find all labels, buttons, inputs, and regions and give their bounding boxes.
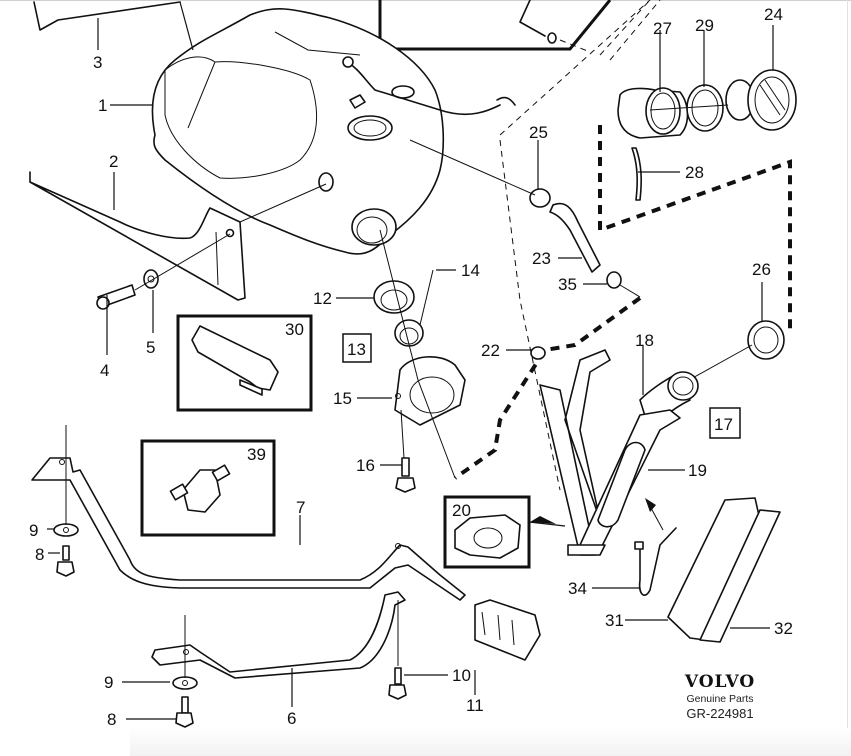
part-25-clamp[interactable] bbox=[529, 188, 551, 208]
callout-28[interactable]: 28 bbox=[685, 163, 704, 182]
leader-lines bbox=[47, 1, 774, 720]
part-4-bolt[interactable] bbox=[96, 284, 136, 310]
callout-14[interactable]: 14 bbox=[461, 261, 480, 280]
part-15-cover[interactable] bbox=[394, 355, 466, 426]
part-12-seal[interactable] bbox=[373, 280, 415, 314]
callout-6[interactable]: 6 bbox=[287, 709, 296, 728]
inset-box-20[interactable]: 20 bbox=[443, 495, 566, 569]
callout-26[interactable]: 26 bbox=[752, 260, 771, 279]
callout-27[interactable]: 27 bbox=[653, 19, 672, 38]
callout-2[interactable]: 2 bbox=[109, 152, 118, 171]
part-6-strap[interactable] bbox=[151, 591, 406, 679]
callout-4[interactable]: 4 bbox=[100, 361, 109, 380]
callout-10[interactable]: 10 bbox=[452, 666, 471, 685]
part-22-grommet[interactable] bbox=[530, 346, 546, 360]
part-27-filler-neck[interactable] bbox=[617, 87, 689, 139]
part-8-bolt[interactable] bbox=[56, 545, 75, 577]
diagram-code: GR-224981 bbox=[686, 706, 754, 721]
top-inset-frame bbox=[378, 0, 661, 61]
callout-9[interactable]: 9 bbox=[29, 521, 38, 540]
callout-11[interactable]: 11 bbox=[466, 696, 484, 715]
callout-25[interactable]: 25 bbox=[529, 123, 548, 142]
part-19-pipe-assembly[interactable] bbox=[539, 349, 681, 556]
part-28-hose[interactable] bbox=[631, 147, 642, 201]
part-11-block[interactable] bbox=[474, 599, 541, 661]
dashed-guide bbox=[499, 0, 651, 136]
bottom-shade bbox=[130, 728, 851, 756]
callout-18[interactable]: 18 bbox=[635, 331, 654, 350]
inset-box-30[interactable]: 30 bbox=[176, 314, 313, 412]
part-23-hose[interactable] bbox=[549, 202, 601, 273]
right-border bbox=[847, 0, 848, 756]
callout-labels: 3 1 2 4 5 12 14 15 16 7 9 8 6 9 8 10 11 … bbox=[29, 5, 793, 729]
callout-12[interactable]: 12 bbox=[313, 289, 332, 308]
callout-22[interactable]: 22 bbox=[481, 341, 500, 360]
part-29-o-ring[interactable] bbox=[686, 84, 724, 132]
dashed-guide bbox=[499, 139, 561, 491]
assembly-line bbox=[379, 229, 456, 479]
part-24-fuel-cap[interactable] bbox=[725, 69, 797, 131]
inset-box-39[interactable]: 39 bbox=[140, 439, 276, 537]
inset-label-30: 30 bbox=[285, 320, 304, 339]
callout-19[interactable]: 19 bbox=[688, 461, 707, 480]
assembly-line bbox=[134, 233, 231, 291]
part-35-grommet[interactable] bbox=[606, 271, 622, 289]
callout-23[interactable]: 23 bbox=[532, 249, 551, 268]
dashed-guide bbox=[598, 125, 792, 330]
callout-8-lower[interactable]: 8 bbox=[107, 710, 116, 729]
callout-3[interactable]: 3 bbox=[93, 53, 102, 72]
callout-9-lower[interactable]: 9 bbox=[104, 673, 113, 692]
brand-name: VOLVO bbox=[684, 672, 756, 692]
inset-label-39: 39 bbox=[247, 445, 266, 464]
callout-15[interactable]: 15 bbox=[333, 389, 352, 408]
callout-34[interactable]: 34 bbox=[568, 579, 587, 598]
part-9-washer[interactable] bbox=[53, 523, 79, 537]
inset-label-20: 20 bbox=[452, 501, 471, 520]
brand-subtitle: Genuine Parts bbox=[686, 693, 754, 705]
part-5-washer[interactable] bbox=[143, 269, 159, 289]
callout-24[interactable]: 24 bbox=[764, 5, 783, 24]
top-border bbox=[0, 0, 851, 1]
assembly-line bbox=[239, 183, 327, 223]
part-9-washer-lower[interactable] bbox=[172, 676, 198, 690]
callout-29[interactable]: 29 bbox=[695, 16, 714, 35]
part-1-fuel-tank[interactable] bbox=[151, 8, 516, 255]
boxed-callout-17[interactable]: 17 bbox=[709, 407, 741, 439]
callout-7[interactable]: 7 bbox=[296, 498, 305, 517]
callout-1[interactable]: 1 bbox=[98, 96, 107, 115]
callout-35[interactable]: 35 bbox=[558, 275, 577, 294]
part-32-cover[interactable] bbox=[699, 509, 781, 643]
callout-32[interactable]: 32 bbox=[774, 619, 793, 638]
part-7-strap[interactable] bbox=[31, 457, 466, 601]
callout-16[interactable]: 16 bbox=[356, 456, 375, 475]
part-10-bolt[interactable] bbox=[388, 600, 407, 700]
dashed-guide bbox=[453, 296, 642, 480]
part-34-wiring[interactable] bbox=[634, 498, 677, 596]
part-8-bolt-lower[interactable] bbox=[175, 696, 194, 728]
assembly-line bbox=[409, 139, 641, 298]
callout-5[interactable]: 5 bbox=[146, 338, 155, 357]
boxed-callout-17-label: 17 bbox=[714, 415, 733, 434]
boxed-callout-13-label: 13 bbox=[347, 340, 366, 359]
callout-31[interactable]: 31 bbox=[605, 611, 624, 630]
volvo-logo-block: VOLVO Genuine Parts GR-224981 bbox=[670, 672, 770, 721]
part-2-bracket[interactable] bbox=[29, 171, 246, 301]
assembly-line bbox=[649, 104, 729, 111]
part-3-heat-shield[interactable] bbox=[33, 1, 181, 31]
boxed-callout-13[interactable]: 13 bbox=[342, 333, 372, 363]
part-26-grommet[interactable] bbox=[747, 320, 785, 360]
part-16-bolt[interactable] bbox=[395, 409, 416, 493]
callout-8[interactable]: 8 bbox=[35, 545, 44, 564]
